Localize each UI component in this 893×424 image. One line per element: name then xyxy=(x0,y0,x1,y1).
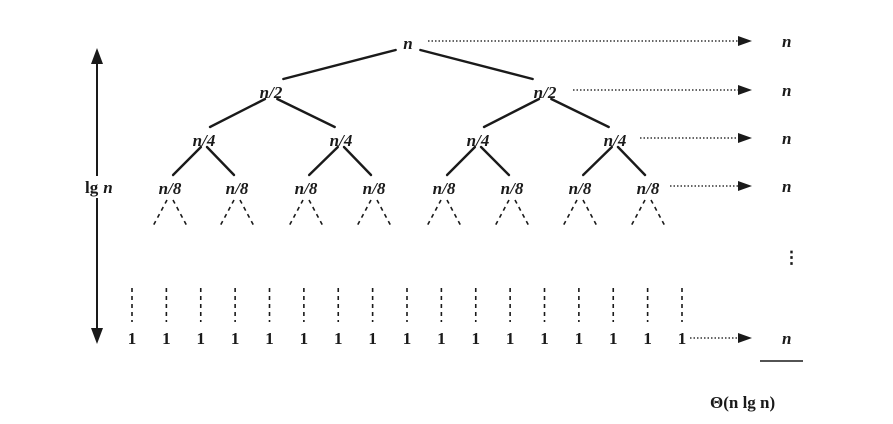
subtree-dash-left xyxy=(355,199,372,229)
level-cost-label: n xyxy=(782,129,791,148)
level-cost-label: n xyxy=(782,32,791,51)
tree-node-label: n xyxy=(403,34,412,53)
tree-node-label: n/4 xyxy=(467,131,490,150)
tree-edge xyxy=(307,145,340,177)
arrowhead-icon xyxy=(738,181,752,191)
leaf-label: 1 xyxy=(403,329,412,348)
tree-node-label: n/2 xyxy=(534,83,557,102)
tree-edge xyxy=(342,145,373,177)
leaf-label: 1 xyxy=(609,329,618,348)
leaf-label: 1 xyxy=(197,329,206,348)
subtree-dashes xyxy=(131,199,683,322)
subtree-dash-left xyxy=(629,199,646,229)
arrowhead-icon xyxy=(738,133,752,143)
subtree-dash-left xyxy=(561,199,578,229)
subtree-dash-left xyxy=(151,199,168,229)
tree-edge xyxy=(419,48,534,81)
leaf-label: 1 xyxy=(265,329,274,348)
subtree-dash-left xyxy=(287,199,304,229)
leaf-label: 1 xyxy=(368,329,377,348)
leaf-label: 1 xyxy=(300,329,309,348)
arrow-down-icon xyxy=(91,328,103,344)
tree-edge xyxy=(208,97,267,129)
vertical-ellipsis: ⋮ xyxy=(783,248,800,267)
subtree-dash-right xyxy=(446,199,463,229)
tree-edge xyxy=(445,145,477,177)
tree-edge xyxy=(171,145,203,177)
tree-node-label: n/8 xyxy=(363,179,386,198)
level-cost-arrows xyxy=(428,36,752,343)
leaf-label: 1 xyxy=(231,329,240,348)
tree-nodes: n n/2 n/2 n/4 n/4 n/4 n/4 n/8 n/8 n/8 n/8 n/8 n/8 n/8… xyxy=(128,34,687,348)
arrowhead-icon xyxy=(738,85,752,95)
leaf-label: 1 xyxy=(162,329,171,348)
leaf-label: 1 xyxy=(678,329,687,348)
arrowhead-icon xyxy=(738,333,752,343)
tree-edge xyxy=(581,145,614,177)
tree-node-label: n/8 xyxy=(501,179,524,198)
tree-node-label: n/8 xyxy=(159,179,182,198)
tree-edge xyxy=(282,48,397,81)
tree-edge xyxy=(276,97,336,129)
subtree-dash-left xyxy=(493,199,510,229)
leaf-label: 1 xyxy=(334,329,343,348)
leaf-label: 1 xyxy=(643,329,652,348)
total-cost-label: Θ(n lg n) xyxy=(710,393,775,412)
leaf-label: 1 xyxy=(128,329,137,348)
level-cost-label: n xyxy=(782,81,791,100)
height-label-bg xyxy=(84,176,124,198)
subtree-dash-right xyxy=(308,199,325,229)
tree-node-label: n/4 xyxy=(330,131,353,150)
leaf-label: 1 xyxy=(437,329,446,348)
tree-node-label: n/4 xyxy=(193,131,216,150)
tree-edge xyxy=(205,145,236,177)
tree-edge xyxy=(482,97,541,129)
arrow-up-icon xyxy=(91,48,103,64)
leaf-level-cost-label: n xyxy=(782,329,791,348)
subtree-dash-right xyxy=(514,199,531,229)
tree-node-label: n/8 xyxy=(226,179,249,198)
tree-node-label: n/4 xyxy=(604,131,627,150)
subtree-dash-right xyxy=(582,199,599,229)
tree-edge xyxy=(550,97,610,129)
subtree-dash-right xyxy=(172,199,189,229)
subtree-dash-left xyxy=(218,199,235,229)
tree-node-label: n/8 xyxy=(295,179,318,198)
leaf-label: 1 xyxy=(506,329,515,348)
tree-edges xyxy=(171,48,647,177)
leaf-label: 1 xyxy=(575,329,584,348)
tree-node-label: n/8 xyxy=(433,179,456,198)
tree-node-label: n/2 xyxy=(260,83,283,102)
subtree-dash-right xyxy=(376,199,393,229)
tree-node-label: n/8 xyxy=(569,179,592,198)
subtree-dash-right xyxy=(239,199,256,229)
leaf-label: 1 xyxy=(472,329,481,348)
level-cost-label: n xyxy=(782,177,791,196)
level-costs: n n n n n xyxy=(782,32,791,348)
leaf-label: 1 xyxy=(540,329,549,348)
tree-edge xyxy=(479,145,511,177)
subtree-dash-left xyxy=(425,199,442,229)
tree-node-label: n/8 xyxy=(637,179,660,198)
subtree-dash-right xyxy=(650,199,667,229)
arrowhead-icon xyxy=(738,36,752,46)
tree-edge xyxy=(616,145,647,177)
